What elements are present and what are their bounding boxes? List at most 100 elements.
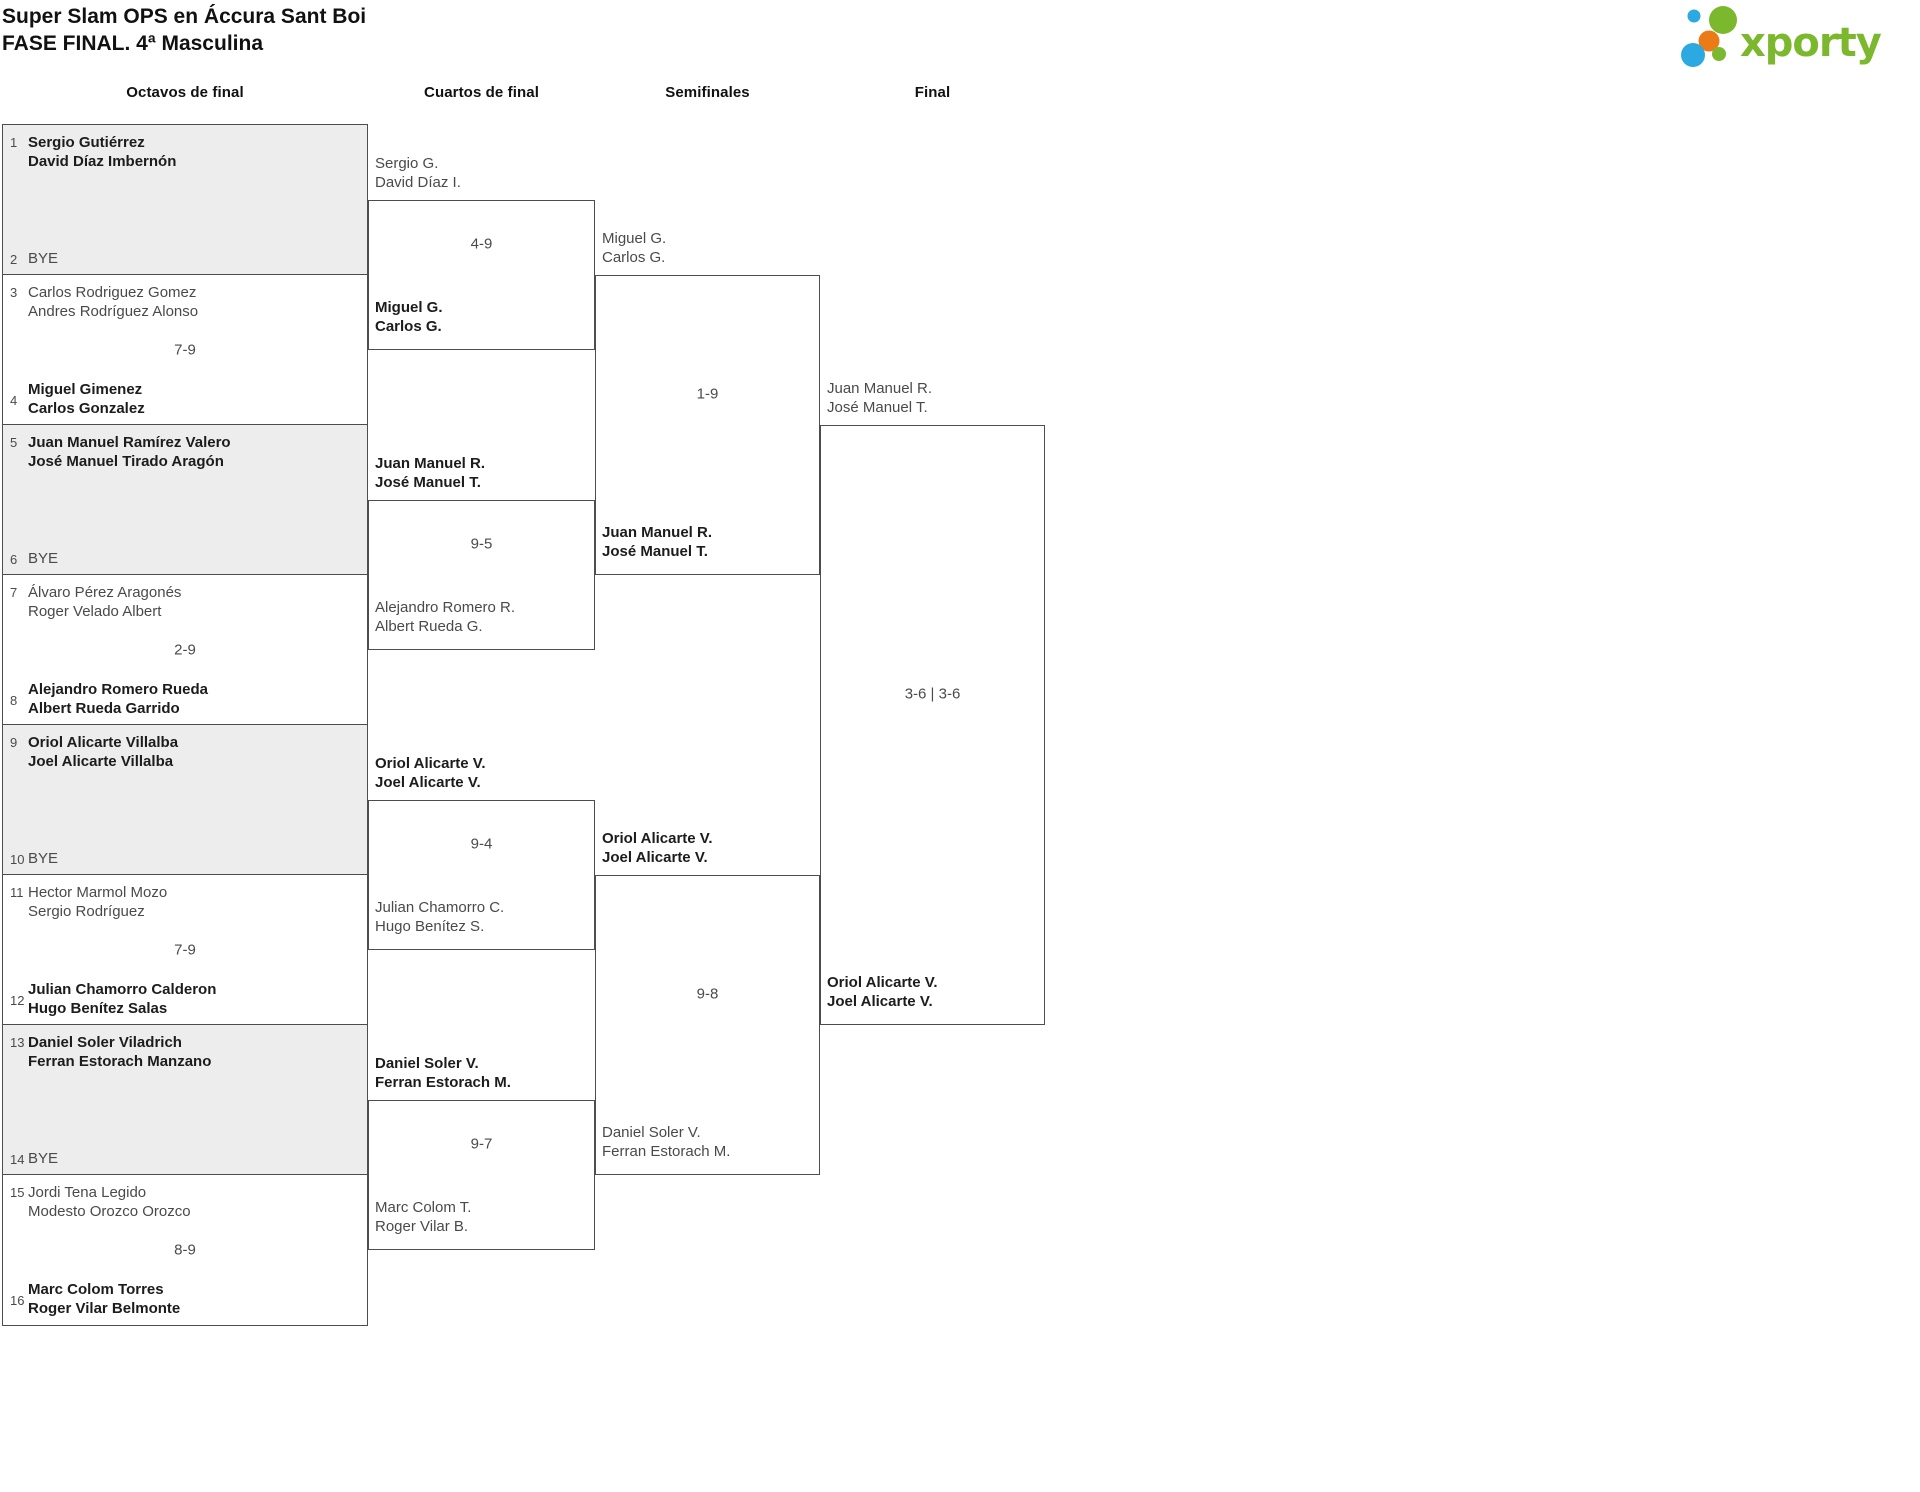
player-name: Oriol Alicarte Villalba	[28, 734, 179, 751]
seed-number: 8	[10, 692, 18, 708]
advancing-pair-bottom: Oriol Alicarte V.Joel Alicarte V.	[827, 973, 938, 1011]
match-1-0-score: 4-9	[470, 235, 493, 252]
player-name: Daniel Soler Viladrich	[28, 1034, 182, 1051]
player-name: Carlos G.	[602, 248, 666, 266]
advancing-pair-top: Oriol Alicarte V.Joel Alicarte V.	[602, 829, 713, 867]
player-name: Julian Chamorro C.	[375, 898, 505, 916]
match-1-2-score: 9-4	[470, 835, 493, 852]
player-name: Álvaro Pérez Aragonés	[28, 584, 182, 601]
match-0-1-score: 7-9	[174, 341, 196, 358]
logo-dot-green-small	[1712, 47, 1726, 61]
player-name: Juan Manuel R.	[602, 523, 713, 541]
player-name: Oriol Alicarte V.	[827, 973, 938, 991]
match-3-0-score: 3-6 | 3-6	[904, 685, 961, 702]
player-name: Hugo Benítez Salas	[28, 1000, 168, 1017]
round-header-2: Semifinales	[665, 84, 750, 101]
pair-names: BYE	[28, 849, 58, 868]
advancing-pair-top: Sergio G.David Díaz I.	[375, 154, 461, 192]
advancing-pair-top: Miguel G.Carlos G.	[602, 229, 666, 267]
player-name: David Díaz Imbernón	[28, 153, 177, 170]
round-header-1: Cuartos de final	[424, 84, 539, 101]
match-1-3	[368, 1099, 595, 1250]
seed-number: 6	[10, 552, 18, 567]
match-0-5-score: 7-9	[174, 941, 196, 958]
seed-number: 12	[10, 992, 25, 1008]
match-2-1-score: 9-8	[696, 985, 719, 1002]
seed-number: 9	[10, 735, 18, 750]
player-name: Joel Alicarte Villalba	[28, 753, 174, 770]
player-name: Carlos Rodriguez Gomez	[28, 284, 197, 301]
advancing-pair-bottom: Daniel Soler V.Ferran Estorach M.	[602, 1123, 730, 1161]
page-title: Super Slam OPS en Áccura Sant Boi FASE F…	[2, 3, 366, 57]
match-0-7-score: 8-9	[174, 1241, 196, 1258]
player-name: Hector Marmol Mozo	[28, 884, 168, 901]
player-name: BYE	[28, 1150, 59, 1167]
player-name: Carlos Gonzalez	[28, 400, 145, 417]
player-name: José Manuel T.	[602, 542, 708, 560]
seed-number: 7	[10, 585, 18, 600]
player-name: Miguel G.	[602, 229, 667, 247]
player-name: José Manuel Tirado Aragón	[28, 453, 224, 470]
match-1-3-score: 9-7	[470, 1135, 493, 1152]
logo-dot-green-large	[1709, 6, 1737, 34]
player-name: Marc Colom Torres	[28, 1281, 164, 1298]
player-name: Juan Manuel R.	[375, 454, 486, 472]
pair-names: BYE	[28, 549, 58, 568]
advancing-pair-bottom: Julian Chamorro C.Hugo Benítez S.	[375, 898, 504, 936]
seat-bottom: 6 BYE	[10, 549, 363, 568]
match-3-0	[820, 424, 1045, 1025]
player-name: Albert Rueda Garrido	[28, 700, 180, 717]
pair-names: BYE	[28, 249, 58, 268]
seed-number: 13	[10, 1035, 25, 1050]
player-name: Daniel Soler V.	[602, 1123, 701, 1141]
seed-number: 1	[10, 135, 18, 150]
player-name: BYE	[28, 550, 59, 567]
player-name: Ferran Estorach M.	[375, 1073, 511, 1091]
player-name: Sergio Gutiérrez	[28, 134, 145, 151]
match-2-0-score: 1-9	[696, 385, 719, 402]
logo-dot-orange	[1698, 30, 1720, 52]
match-1-2	[368, 799, 595, 950]
logo-dot-blue-small	[1687, 9, 1701, 23]
match-1-1	[368, 499, 595, 650]
xporty-logo-graphic: xporty	[1681, 6, 1883, 67]
match-2-0	[595, 274, 820, 575]
xporty-logo[interactable]: xporty	[1674, 0, 1906, 81]
player-name: David Díaz I.	[375, 173, 461, 191]
match-1-1-score: 9-5	[470, 535, 493, 552]
advancing-pair-bottom: Juan Manuel R.José Manuel T.	[602, 523, 712, 561]
phase-subtitle: FASE FINAL. 4ª Masculina	[2, 32, 263, 55]
advancing-pair-bottom: Marc Colom T.Roger Vilar B.	[375, 1198, 471, 1236]
player-name: Alejandro Romero R.	[375, 598, 516, 616]
player-name: Carlos G.	[375, 317, 442, 335]
advancing-pair-top: Juan Manuel R.José Manuel T.	[827, 379, 932, 417]
player-name: Joel Alicarte V.	[375, 773, 481, 791]
player-name: José Manuel T.	[375, 473, 481, 491]
player-name: Miguel G.	[375, 298, 443, 316]
player-name: Ferran Estorach Manzano	[28, 1053, 212, 1070]
